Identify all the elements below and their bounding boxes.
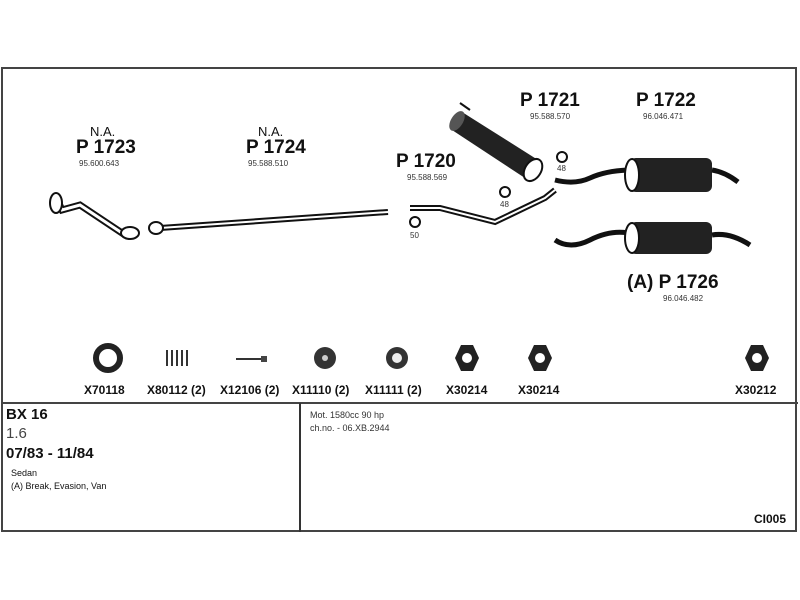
middle-pipe-p1724 <box>148 209 389 235</box>
part-code: 95.588.569 <box>407 173 448 182</box>
rear-silencer-p1726 <box>553 222 752 254</box>
part-number[interactable]: P 1722 <box>636 90 696 111</box>
divider <box>1 402 798 404</box>
clamp-icon <box>409 151 568 228</box>
part-code: 96.046.482 <box>663 294 704 303</box>
pipe-p1720 <box>410 187 557 226</box>
diagram-id: CI005 <box>754 512 787 526</box>
fitting-label[interactable]: X11110 (2) <box>292 383 350 397</box>
silencer-p1721 <box>449 102 544 183</box>
fitting-label[interactable]: X70118 <box>84 383 125 397</box>
front-pipe-p1723 <box>49 192 140 240</box>
fitting-label[interactable]: X30212 <box>735 383 777 397</box>
fitting-icons <box>93 343 769 373</box>
part-number[interactable]: P 1720 <box>396 151 456 172</box>
vehicle-model: BX 16 <box>6 406 48 423</box>
fitting-label[interactable]: X30214 <box>518 383 560 397</box>
chassis-spec: ch.no. - 06.XB.2944 <box>310 423 390 433</box>
part-note: N.A. <box>258 124 284 139</box>
clamp-size: 50 <box>410 231 419 240</box>
fitting-label[interactable]: X11111 (2) <box>365 383 422 397</box>
part-number[interactable]: P 1724 <box>246 137 306 158</box>
clamp-size: 48 <box>557 164 566 173</box>
divider <box>299 403 301 532</box>
part-code: 95.588.570 <box>530 112 571 121</box>
part-note: N.A. <box>90 124 116 139</box>
part-code: 95.588.510 <box>248 159 289 168</box>
fitting-label[interactable]: X80112 (2) <box>147 383 206 397</box>
vehicle-engine: 1.6 <box>6 425 27 442</box>
vehicle-body: Sedan <box>11 468 38 478</box>
vehicle-body-alt: (A) Break, Evasion, Van <box>11 481 107 491</box>
part-number[interactable]: P 1723 <box>76 137 136 158</box>
clamp-size: 48 <box>500 200 509 209</box>
vehicle-years: 07/83 - 11/84 <box>6 445 94 462</box>
part-code: 95.600.643 <box>79 159 120 168</box>
fitting-label[interactable]: X30214 <box>446 383 488 397</box>
motor-spec: Mot. 1580cc 90 hp <box>310 410 385 420</box>
part-number[interactable]: (A) P 1726 <box>627 272 719 293</box>
part-number[interactable]: P 1721 <box>520 90 580 111</box>
diagram-frame <box>1 67 797 532</box>
fitting-label[interactable]: X12106 (2) <box>220 383 280 397</box>
part-code: 96.046.471 <box>643 112 684 121</box>
rear-silencer-p1722 <box>554 158 740 192</box>
